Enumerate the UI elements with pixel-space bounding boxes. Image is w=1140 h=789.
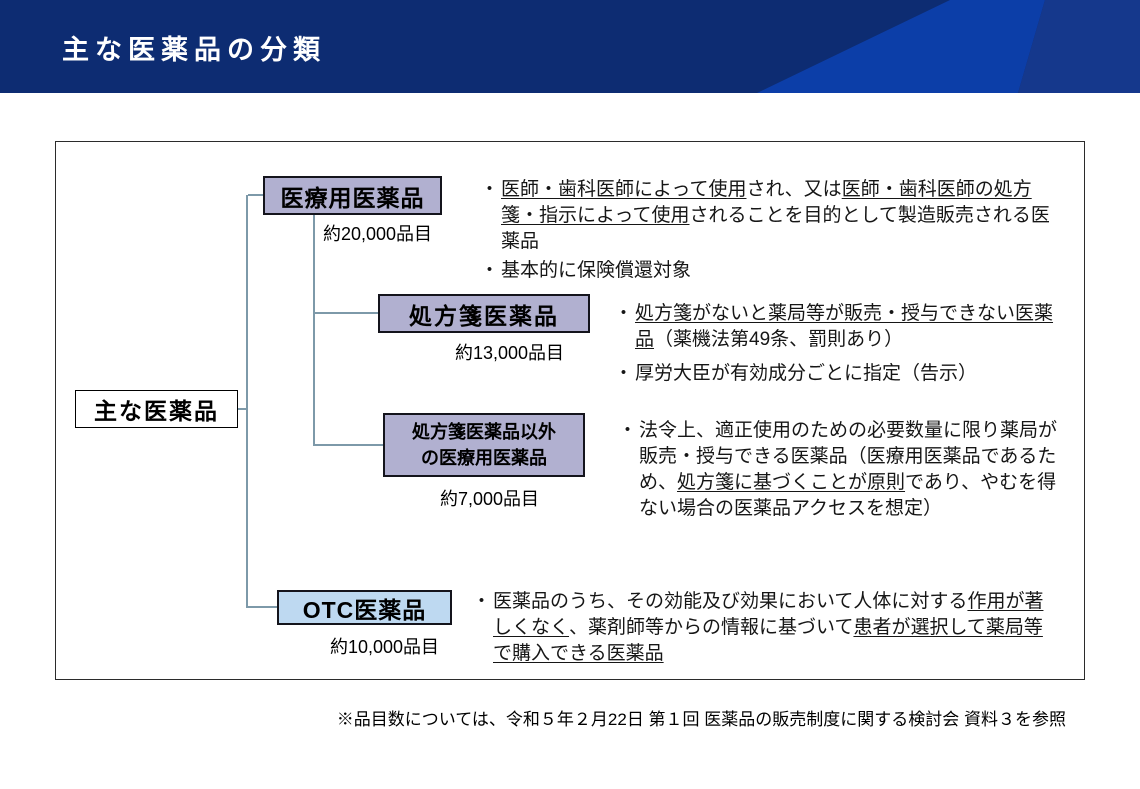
count-non-prescription-medical-drugs: 約7,000品目 xyxy=(440,489,540,509)
header-right-band xyxy=(1018,0,1140,93)
box-prescription-drugs: 処方箋医薬品 xyxy=(378,294,590,333)
connector-root xyxy=(238,408,247,410)
bullets-non-prescription-medical-drugs: ・法令上、適正使用のための必要数量に限り薬局が販売・授与できる医薬品（医療用医薬… xyxy=(618,418,1064,530)
bullet-item: ・医薬品のうち、その効能及び効果において人体に対する作用が著しくなく、薬剤師等か… xyxy=(472,591,1044,664)
box-medical-use-drugs: 医療用医薬品 xyxy=(263,176,442,215)
box-non-prescription-medical-drugs-label-line1: 処方箋医薬品以外 xyxy=(412,422,556,442)
header-diagonal-band xyxy=(757,0,1045,93)
box-main-drugs-label: 主な医薬品 xyxy=(94,398,219,424)
connector-branch-otc xyxy=(248,606,277,608)
box-non-prescription-medical-drugs: 処方箋医薬品以外 の医療用医薬品 xyxy=(383,413,585,477)
box-main-drugs: 主な医薬品 xyxy=(75,390,238,428)
bullet-item: ・法令上、適正使用のための必要数量に限り薬局が販売・授与できる医薬品（医療用医薬… xyxy=(618,420,1058,519)
count-prescription-drugs: 約13,000品目 xyxy=(455,343,565,363)
connector-branch-medical xyxy=(248,194,263,196)
box-non-prescription-medical-drugs-label-line2: の医療用医薬品 xyxy=(421,448,547,468)
header-decoration xyxy=(757,0,1140,93)
header-band: 主な医薬品の分類 xyxy=(0,0,1140,93)
page-title: 主な医薬品の分類 xyxy=(62,35,326,65)
connector-branch-non-prescription xyxy=(315,444,383,446)
connector-sub-trunk xyxy=(313,215,315,446)
bullets-otc-drugs: ・医薬品のうち、その効能及び効果において人体に対する作用が著しくなく、薬剤師等か… xyxy=(472,589,1067,675)
bullet-item: ・医師・歯科医師によって使用され、又は医師・歯科医師の処方箋・指示によって使用さ… xyxy=(480,179,1050,252)
box-medical-use-drugs-label: 医療用医薬品 xyxy=(280,184,425,211)
connector-branch-prescription xyxy=(315,312,378,314)
box-otc-drugs: OTC医薬品 xyxy=(277,590,452,625)
bullet-item: ・厚労大臣が有効成分ごとに指定（告示） xyxy=(614,363,978,384)
connector-trunk xyxy=(246,195,248,608)
count-otc-drugs: 約10,000品目 xyxy=(330,637,440,657)
bullets-prescription-drugs: ・処方箋がないと薬局等が販売・授与できない医薬品（薬機法第49条、罰則あり） ・… xyxy=(614,301,1064,395)
count-medical-use-drugs: 約20,000品目 xyxy=(323,224,433,244)
box-otc-drugs-label: OTC医薬品 xyxy=(302,596,427,623)
footnote: ※品目数については、令和５年２月22日 第１回 医薬品の販売制度に関する検討会 … xyxy=(336,710,1066,729)
box-prescription-drugs-label: 処方箋医薬品 xyxy=(409,302,559,329)
bullet-item: ・基本的に保険償還対象 xyxy=(480,260,692,281)
bullets-medical-use-drugs: ・医師・歯科医師によって使用され、又は医師・歯科医師の処方箋・指示によって使用さ… xyxy=(480,177,1065,287)
bullet-item: ・処方箋がないと薬局等が販売・授与できない医薬品（薬機法第49条、罰則あり） xyxy=(614,303,1054,350)
